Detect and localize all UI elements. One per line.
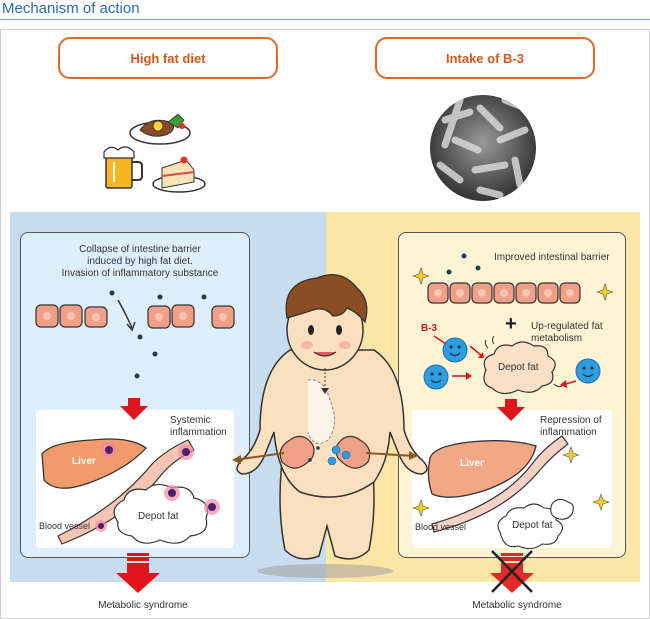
blocked-outcome-arrow [490, 550, 534, 593]
left-caption-line-3: Invasion of inflammatory substance [61, 268, 219, 279]
beer-mug-icon [103, 146, 143, 189]
sparkle-icon [412, 267, 614, 517]
page-title: Mechanism of action [2, 0, 140, 17]
left-outcome-label: Metabolic syndrome [98, 600, 188, 611]
left-caption-line-1: Collapse of intestine barrier [79, 244, 201, 255]
gut-to-organ-arrows [232, 451, 418, 464]
steak-plate-icon [129, 113, 191, 145]
left-caption-line-2: induced by high fat diet. [87, 256, 193, 267]
repression-line-1: Repression of [540, 415, 602, 426]
right-intestinal-cells [427, 282, 581, 304]
bacteria-micrograph-icon [430, 95, 536, 201]
depot-fat-top-label: Depot fat [498, 362, 539, 373]
left-red-arrow [120, 398, 148, 420]
title-divider [0, 19, 650, 20]
left-intestinal-cells [35, 304, 235, 329]
fat-metabolism-label: Up-regulated fat metabolism [531, 321, 603, 345]
cake-icon [152, 156, 206, 193]
right-outcome-label: Metabolic syndrome [472, 600, 562, 611]
right-liver-label: Liver [460, 458, 484, 469]
left-outcome-arrow [116, 553, 160, 593]
repression-label: Repression of inflammation [540, 415, 602, 439]
intake-b3-header: Intake of B-3 [375, 37, 595, 79]
boy-character-icon [236, 274, 428, 578]
improved-barrier-label: Improved intestinal barrier [494, 252, 610, 263]
b3-label: B-3 [421, 323, 438, 334]
repression-line-2: inflammation [540, 427, 597, 438]
fat-metabolism-arrows [452, 345, 577, 388]
left-liver-label: Liver [72, 456, 96, 467]
high-fat-diet-header: High fat diet [58, 37, 278, 79]
left-box-caption: Collapse of intestine barrier induced by… [40, 244, 240, 280]
systemic-line-2: inflammation [170, 427, 227, 438]
b3-bacteria-icon [423, 335, 601, 390]
right-depot-fat-icon [497, 503, 564, 550]
fat-line-2: metabolism [531, 333, 583, 344]
inflammation-burst-icon [95, 442, 220, 532]
systemic-line-1: Systemic [170, 415, 211, 426]
right-blood-vessel-label: Blood vessel [415, 522, 467, 532]
inflammatory-substance-dots [109, 290, 207, 379]
left-liver-icon [41, 438, 147, 489]
right-depot-fat-top-icon [483, 341, 556, 395]
right-liver-icon [427, 440, 537, 498]
right-blood-vessel-icon [431, 435, 569, 533]
left-depot-fat-label: Depot fat [138, 511, 179, 522]
left-blood-vessel-label: Blood vessel [39, 521, 91, 531]
right-depot-fat-label: Depot fat [512, 520, 553, 531]
right-red-arrow [497, 399, 525, 421]
fat-line-1: Up-regulated fat [531, 321, 603, 332]
plus-icon: + [505, 313, 517, 335]
invasion-arrow [117, 299, 133, 329]
systemic-inflammation-label: Systemic inflammation [170, 415, 227, 439]
